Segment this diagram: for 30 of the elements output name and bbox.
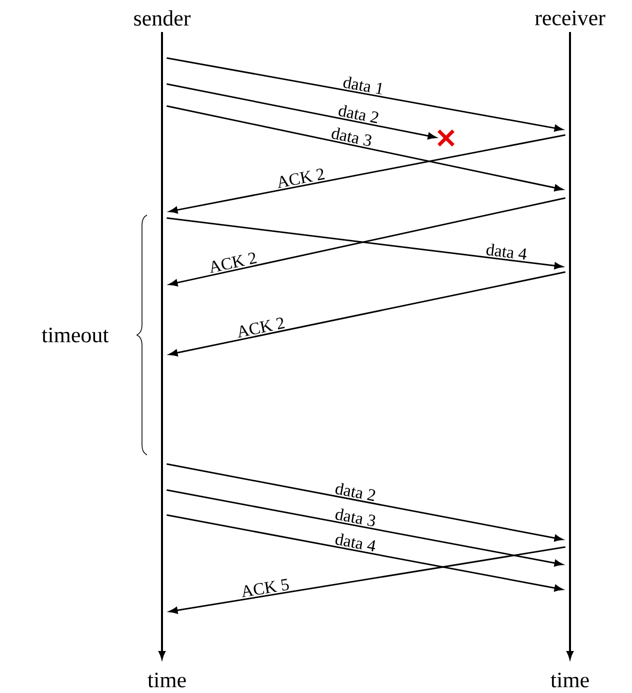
edge-label: data 2	[333, 480, 378, 503]
edge-label: data 1	[341, 74, 386, 96]
message-arrow	[166, 463, 563, 542]
edge-label: data 3	[333, 506, 378, 528]
message-arrow	[166, 57, 563, 132]
lifeline-arrow	[158, 32, 166, 659]
message-arrow	[169, 134, 566, 214]
time-label: time	[550, 672, 589, 688]
brace-label: timeout	[42, 328, 109, 342]
edge-label: data 3	[329, 125, 374, 148]
edge-label: data 2	[336, 102, 382, 125]
edge-label: ACK 2	[206, 250, 259, 274]
edge-label: data 4	[333, 531, 378, 554]
edge-label: ACK 2	[234, 316, 287, 340]
message-arrow	[166, 514, 563, 592]
lifeline-label: sender	[134, 10, 191, 26]
lifeline-label: receiver	[535, 10, 606, 26]
message-arrow	[169, 546, 566, 614]
message-arrow	[166, 217, 563, 270]
edge-label: ACK 5	[239, 577, 292, 599]
message-arrow	[166, 489, 563, 567]
edge-label: data 4	[484, 242, 529, 262]
message-arrow	[166, 83, 436, 140]
edge-label: ACK 2	[274, 166, 327, 190]
time-label: time	[148, 672, 186, 688]
lifeline-arrow	[566, 32, 574, 659]
message-arrow	[166, 105, 563, 192]
message-arrow	[169, 197, 566, 286]
lost-mark	[437, 129, 455, 147]
message-arrow	[169, 271, 566, 356]
